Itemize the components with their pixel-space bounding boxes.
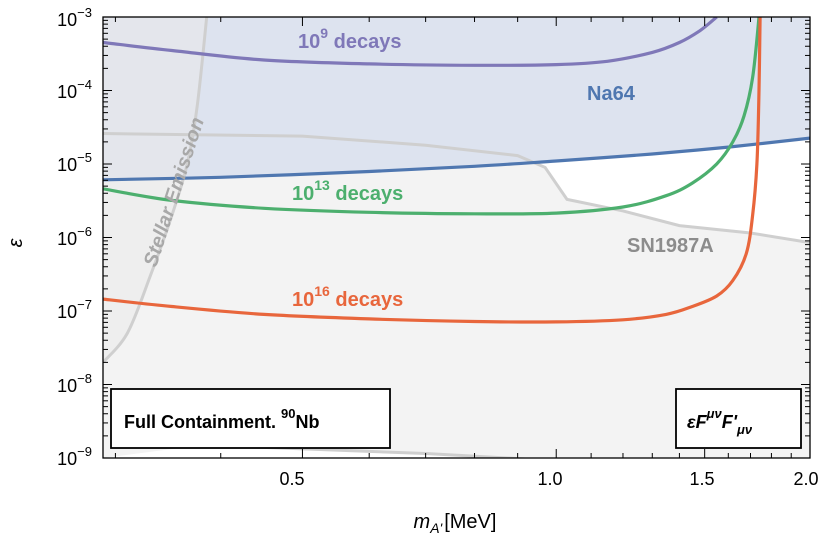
stellar-emission-region	[103, 17, 207, 363]
label-1e16-decays: 1016 decays	[292, 283, 403, 311]
containment-box: Full Containment. 90Nb	[110, 388, 391, 449]
sn1987a-lower-boundary	[201, 443, 535, 458]
y-tick-label: 10−7	[57, 297, 92, 322]
y-tick-labels: 10−9 10−8 10−7 10−6 10−5 10−4 10−3	[57, 5, 92, 469]
containment-text: Full Containment. 90Nb	[124, 406, 319, 432]
x-tick-labels: 0.5 1.0 1.5 2.0	[279, 469, 818, 489]
label-na64: Na64	[587, 83, 636, 105]
x-tick-label: 1.0	[537, 469, 562, 489]
x-tick-label: 1.5	[689, 469, 714, 489]
x-tick-label: 0.5	[279, 469, 304, 489]
y-tick-label: 10−5	[57, 150, 92, 175]
y-tick-label: 10−6	[57, 224, 92, 249]
y-axis-title: ε	[5, 237, 27, 247]
plot-area	[103, 17, 810, 458]
y-tick-label: 10−4	[57, 77, 92, 102]
y-tick-label: 10−3	[57, 5, 92, 30]
label-1e9-decays: 109 decays	[298, 25, 401, 53]
na64-curve	[103, 136, 810, 182]
label-1e13-decays: 1013 decays	[292, 177, 403, 205]
curve-1e16-decays	[103, 17, 762, 324]
sn1987a-upper-boundary	[103, 132, 810, 245]
label-sn1987a: SN1987A	[627, 235, 714, 257]
operator-box: εFμνF'μν	[675, 388, 802, 449]
curve-1e13-decays	[103, 17, 761, 216]
x-tick-label: 2.0	[793, 469, 818, 489]
y-tick-label: 10−9	[57, 444, 92, 469]
operator-text: εFμνF'μν	[687, 406, 753, 437]
stellar-emission-boundary	[103, 17, 209, 364]
curve-1e9-decays	[103, 17, 718, 67]
x-axis-title: mA'[MeV]	[414, 511, 497, 536]
y-tick-label: 10−8	[57, 371, 92, 396]
axis-ticks	[103, 16, 811, 459]
na64-excluded-region	[103, 17, 810, 180]
